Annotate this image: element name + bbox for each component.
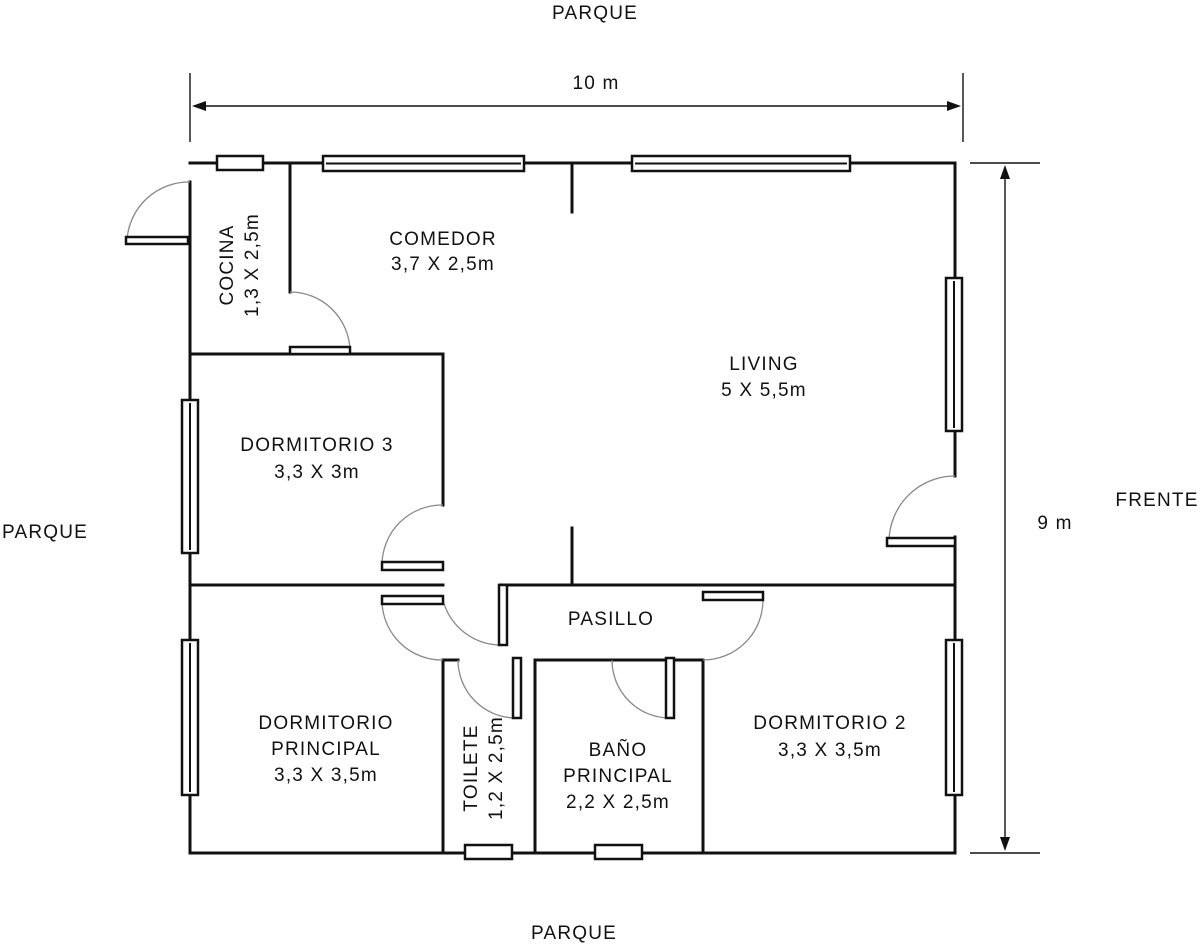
cocina-size: 1,3 X 2,5m: [242, 213, 263, 317]
dormitorio-principal-name-2: PRINCIPAL: [271, 739, 381, 760]
room-bano-principal: BAÑO PRINCIPAL 2,2 X 2,5m: [563, 739, 673, 813]
toilete-door: [511, 656, 523, 720]
comedor-name: COMEDOR: [389, 229, 497, 250]
pasillo-door: [497, 583, 509, 647]
window-toilete: [463, 843, 514, 861]
bano-name-2: PRINCIPAL: [563, 766, 673, 787]
kitchen-exterior-door: [124, 235, 190, 246]
dormitorio-principal-door: [380, 594, 445, 606]
door-swings: [126, 181, 956, 719]
width-dimension: 10 m: [189, 73, 964, 142]
dormitorio-principal-size: 3,3 X 3,5m: [274, 765, 378, 786]
pasillo-name: PASILLO: [568, 609, 654, 630]
window-bano: [593, 843, 644, 861]
room-comedor: COMEDOR 3,7 X 2,5m: [389, 229, 497, 275]
front-entrance-door: [885, 536, 957, 548]
comedor-size: 3,7 X 2,5m: [391, 254, 495, 275]
label-left-parque: PARQUE: [2, 522, 88, 543]
windows: [180, 154, 964, 861]
kitchen-door: [288, 345, 352, 356]
dormitorio3-name: DORMITORIO 3: [240, 435, 393, 456]
dormitorio2-name: DORMITORIO 2: [753, 713, 906, 734]
bano-name-1: BAÑO: [589, 739, 648, 761]
dormitorio-principal-name-1: DORMITORIO: [258, 713, 393, 734]
dormitorio3-size: 3,3 X 3m: [274, 462, 360, 483]
cocina-name: COCINA: [217, 224, 238, 305]
toilete-size: 1,2 X 2,5m: [486, 716, 507, 820]
depth-dimension: 9 m: [970, 162, 1072, 854]
living-name: LIVING: [729, 354, 799, 375]
room-living: LIVING 5 X 5,5m: [721, 354, 807, 401]
bano-door: [664, 656, 676, 720]
room-toilete: TOILETE 1,2 X 2,5m: [461, 716, 507, 820]
width-label: 10 m: [572, 73, 619, 94]
room-dormitorio3: DORMITORIO 3 3,3 X 3m: [240, 435, 393, 483]
room-cocina: COCINA 1,3 X 2,5m: [217, 213, 263, 317]
window-cocina: [215, 154, 265, 172]
bano-size: 2,2 X 2,5m: [566, 792, 670, 813]
depth-label: 9 m: [1037, 513, 1072, 534]
room-dormitorio-principal: DORMITORIO PRINCIPAL 3,3 X 3,5m: [258, 713, 393, 786]
living-size: 5 X 5,5m: [721, 380, 807, 401]
door-leaves: [124, 235, 957, 720]
label-right-frente: FRENTE: [1115, 490, 1198, 511]
label-top-parque: PARQUE: [552, 3, 638, 24]
dormitorio2-size: 3,3 X 3,5m: [778, 740, 882, 761]
toilete-name: TOILETE: [461, 724, 482, 811]
label-bottom-parque: PARQUE: [531, 923, 617, 944]
dormitorio2-door: [701, 590, 765, 602]
room-dormitorio2: DORMITORIO 2 3,3 X 3,5m: [753, 713, 906, 761]
room-pasillo: PASILLO: [568, 609, 654, 630]
dormitorio3-door: [380, 560, 445, 572]
